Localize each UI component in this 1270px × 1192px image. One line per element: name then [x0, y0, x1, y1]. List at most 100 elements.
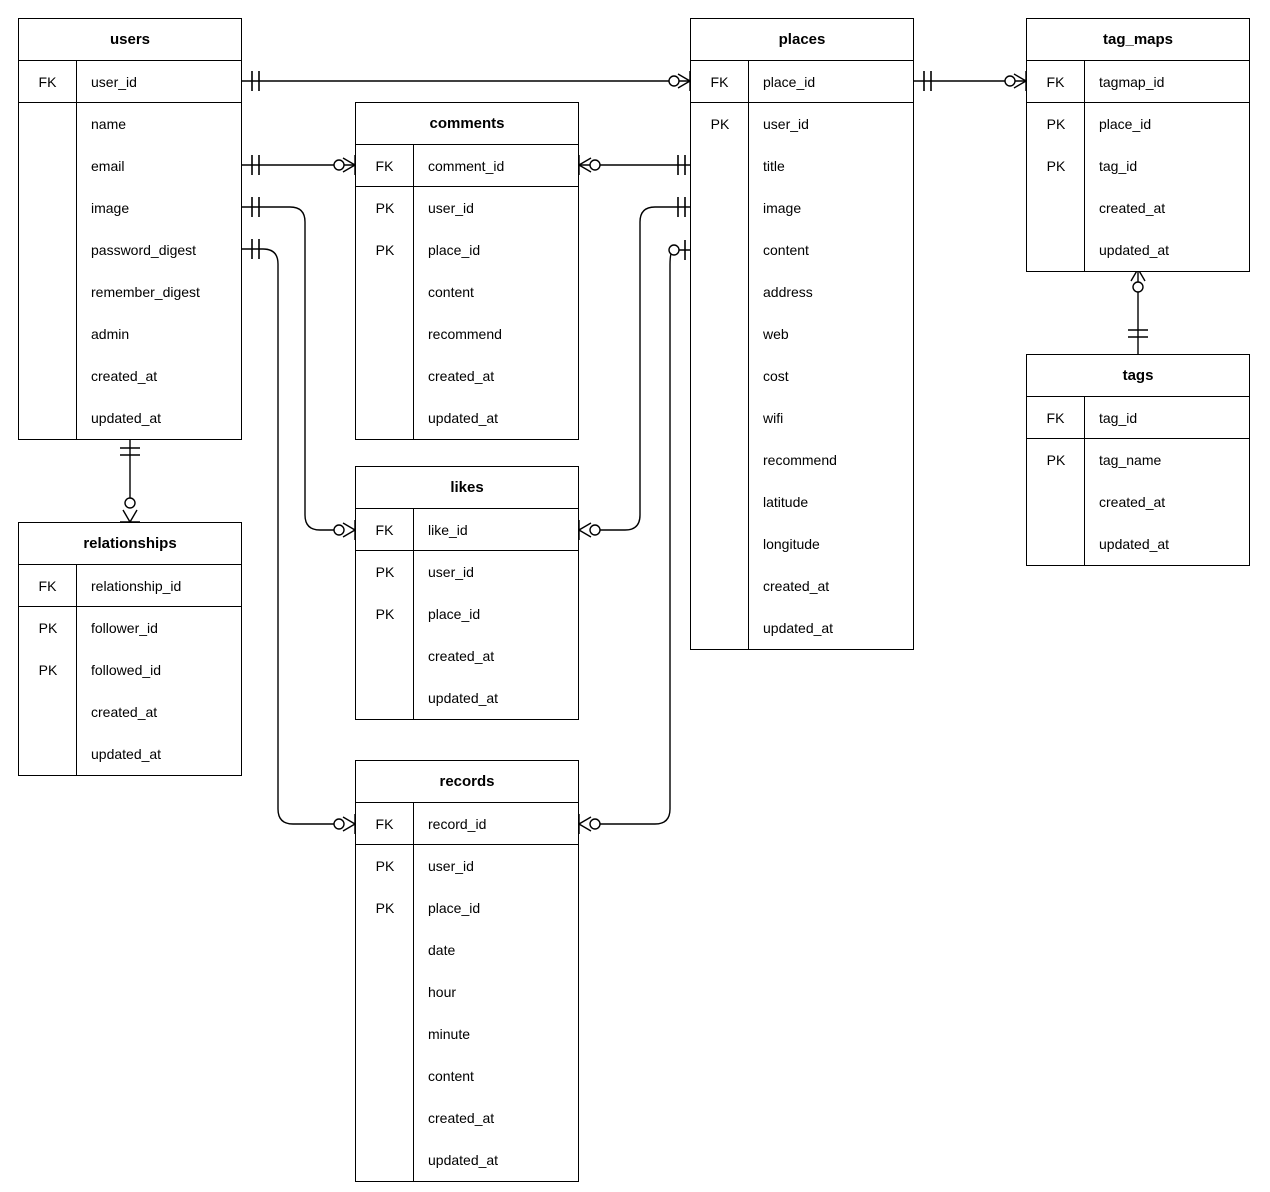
attribute-row[interactable]: name	[19, 103, 241, 145]
attribute-row[interactable]: remember_digest	[19, 271, 241, 313]
attribute-name: updated_at	[763, 620, 834, 636]
attribute-row[interactable]: updated_at	[1027, 229, 1249, 271]
attribute-name: place_id	[428, 242, 481, 258]
attribute-row[interactable]: wifi	[691, 397, 913, 439]
key-column-divider	[356, 845, 414, 1181]
attribute-name: created_at	[1099, 200, 1166, 216]
attribute-name: place_id	[428, 900, 481, 916]
attribute-row[interactable]: recommend	[691, 439, 913, 481]
attribute-row[interactable]: date	[356, 929, 578, 971]
entity-title-places: places	[691, 19, 913, 61]
attribute-name: user_id	[91, 73, 137, 90]
attribute-name: name	[91, 116, 127, 132]
attribute-name: followed_id	[91, 662, 162, 678]
attribute-key-pk: PK	[710, 116, 730, 132]
attribute-row[interactable]: admin	[19, 313, 241, 355]
attribute-row[interactable]: password_digest	[19, 229, 241, 271]
attribute-row[interactable]: content	[691, 229, 913, 271]
attribute-row[interactable]: FK relationship_id	[19, 565, 241, 607]
attribute-name: updated_at	[1099, 242, 1170, 258]
attribute-row[interactable]: minute	[356, 1013, 578, 1055]
attribute-key-fk: FK	[19, 565, 77, 606]
attribute-key-pk: PK	[38, 662, 58, 678]
attribute-row[interactable]: image	[691, 187, 913, 229]
attribute-row[interactable]: updated_at	[356, 677, 578, 719]
attribute-row[interactable]: updated_at	[356, 397, 578, 439]
attribute-row[interactable]: hour	[356, 971, 578, 1013]
attribute-key-pk: PK	[375, 242, 395, 258]
attribute-name: user_id	[428, 858, 474, 874]
attribute-row[interactable]: PK followed_id	[19, 649, 241, 691]
entity-title-tag_maps: tag_maps	[1027, 19, 1249, 61]
attribute-row[interactable]: updated_at	[19, 397, 241, 439]
attribute-row[interactable]: updated_at	[691, 607, 913, 649]
attribute-row[interactable]: created_at	[1027, 481, 1249, 523]
connector-comments-places	[578, 155, 690, 175]
attribute-row[interactable]: longitude	[691, 523, 913, 565]
attribute-row[interactable]: created_at	[19, 691, 241, 733]
connector-tagmaps-tags	[1128, 268, 1148, 354]
attribute-row[interactable]: web	[691, 313, 913, 355]
key-column-divider	[356, 551, 414, 719]
attribute-row[interactable]: image	[19, 187, 241, 229]
attribute-row[interactable]: created_at	[356, 1097, 578, 1139]
attribute-name: tag_id	[1099, 158, 1138, 174]
attribute-row[interactable]: address	[691, 271, 913, 313]
attribute-row[interactable]: content	[356, 271, 578, 313]
attribute-row[interactable]: recommend	[356, 313, 578, 355]
attribute-row[interactable]: updated_at	[1027, 523, 1249, 565]
attribute-name: updated_at	[428, 690, 499, 706]
attribute-row[interactable]: content	[356, 1055, 578, 1097]
attribute-row[interactable]: latitude	[691, 481, 913, 523]
key-column-divider	[19, 103, 77, 439]
attribute-name: minute	[428, 1026, 471, 1042]
attribute-row[interactable]: created_at	[1027, 187, 1249, 229]
attribute-row[interactable]: created_at	[356, 635, 578, 677]
attribute-name: like_id	[428, 521, 468, 538]
attribute-row[interactable]: title	[691, 145, 913, 187]
attribute-row[interactable]: cost	[691, 355, 913, 397]
attribute-row[interactable]: created_at	[691, 565, 913, 607]
entity-title-users: users	[19, 19, 241, 61]
attribute-name: admin	[91, 326, 130, 342]
attribute-row[interactable]: created_at	[356, 355, 578, 397]
attribute-row[interactable]: PK place_id	[356, 229, 578, 271]
attribute-name: comment_id	[428, 157, 505, 174]
attribute-row[interactable]: updated_at	[356, 1139, 578, 1181]
attribute-row[interactable]: updated_at	[19, 733, 241, 775]
attribute-name: tag_name	[1099, 452, 1162, 468]
attribute-name: updated_at	[91, 746, 162, 762]
attribute-row[interactable]: created_at	[19, 355, 241, 397]
attribute-row[interactable]: email	[19, 145, 241, 187]
attribute-name: relationship_id	[91, 577, 182, 594]
attribute-name: record_id	[428, 815, 487, 832]
